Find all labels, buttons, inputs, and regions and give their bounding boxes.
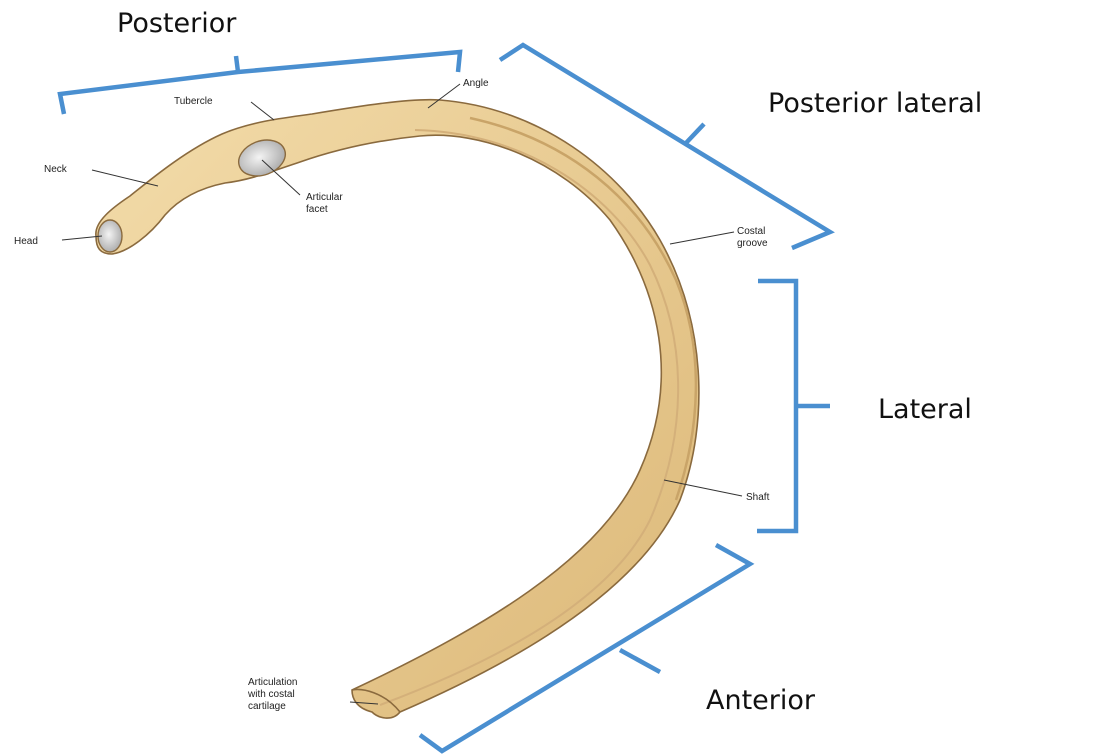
rib-shape <box>96 100 699 718</box>
posterior-label: Posterior <box>117 8 237 39</box>
articular-facet-line1: Articular <box>306 192 343 203</box>
articulation-label: Articulation with costal cartilage <box>247 677 300 712</box>
articulation-line3: cartilage <box>248 701 286 712</box>
posterior-lateral-label: Posterior lateral <box>768 88 982 119</box>
costal-groove-line1: Costal <box>737 226 765 237</box>
anterior-label: Anterior <box>706 685 816 716</box>
anterior-bracket-tick <box>620 650 660 672</box>
neck-label: Neck <box>44 164 68 175</box>
costal-groove-line2: groove <box>737 238 768 249</box>
rib-bone <box>96 100 699 718</box>
lateral-label: Lateral <box>878 394 972 425</box>
posterior-lateral-bracket-tick <box>686 124 704 143</box>
head-label: Head <box>14 236 38 247</box>
costal-groove-label: Costal groove <box>737 226 768 249</box>
articular-facet-line2: facet <box>306 204 328 215</box>
tubercle-leader <box>251 102 274 120</box>
articular-facet-label: Articular facet <box>306 192 345 215</box>
articulation-line1: Articulation <box>248 677 297 688</box>
articulation-line2: with costal <box>247 689 295 700</box>
neck-leader <box>92 170 158 186</box>
costal-groove-leader <box>670 232 734 244</box>
angle-label: Angle <box>463 78 489 89</box>
posterior-bracket-tick <box>236 56 238 72</box>
tubercle-label: Tubercle <box>174 96 213 107</box>
shaft-label: Shaft <box>746 492 770 503</box>
